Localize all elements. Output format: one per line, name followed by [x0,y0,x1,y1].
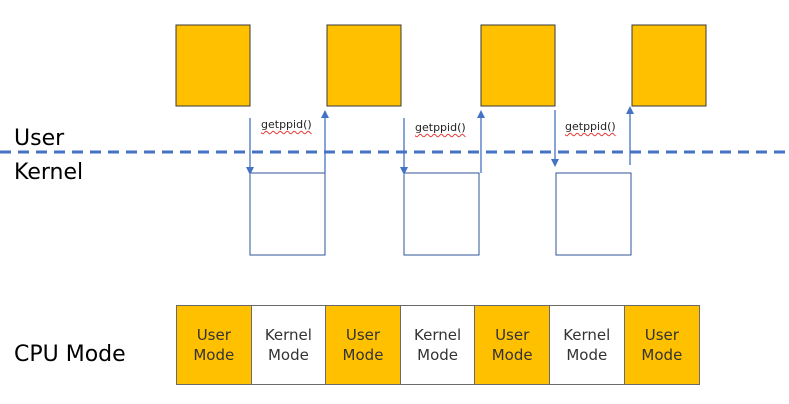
mode-word: Mode [641,346,683,364]
cpu-mode-label: CPU Mode [14,342,126,367]
mode-name: Kernel [414,326,462,344]
mode-name: User [495,326,530,344]
mode-word: Mode [342,346,384,364]
mode-name: User [345,326,381,344]
user-process-block [631,24,707,107]
user-process-block [175,24,251,107]
mode-word: Mode [491,346,533,364]
kernel-space-label: Kernel [14,160,84,185]
mode-name: Kernel [264,326,312,344]
mode-name: Kernel [563,326,611,344]
mode-word: Mode [193,346,235,364]
user-space-label: User [14,126,65,151]
kernel-handler-block [249,172,326,256]
mode-name: User [644,326,679,344]
kernel-handler-block [555,172,632,256]
syscall-label: getppid() [261,118,312,131]
kernel-handler-block [403,172,480,256]
user-process-block [326,24,402,107]
user-process-block [480,24,556,107]
syscall-label: getppid() [415,121,466,134]
mode-word: Mode [417,346,459,364]
mode-word: Mode [566,346,608,364]
syscall-label: getppid() [565,120,616,133]
mode-name: User [196,326,231,344]
mode-word: Mode [267,346,309,364]
